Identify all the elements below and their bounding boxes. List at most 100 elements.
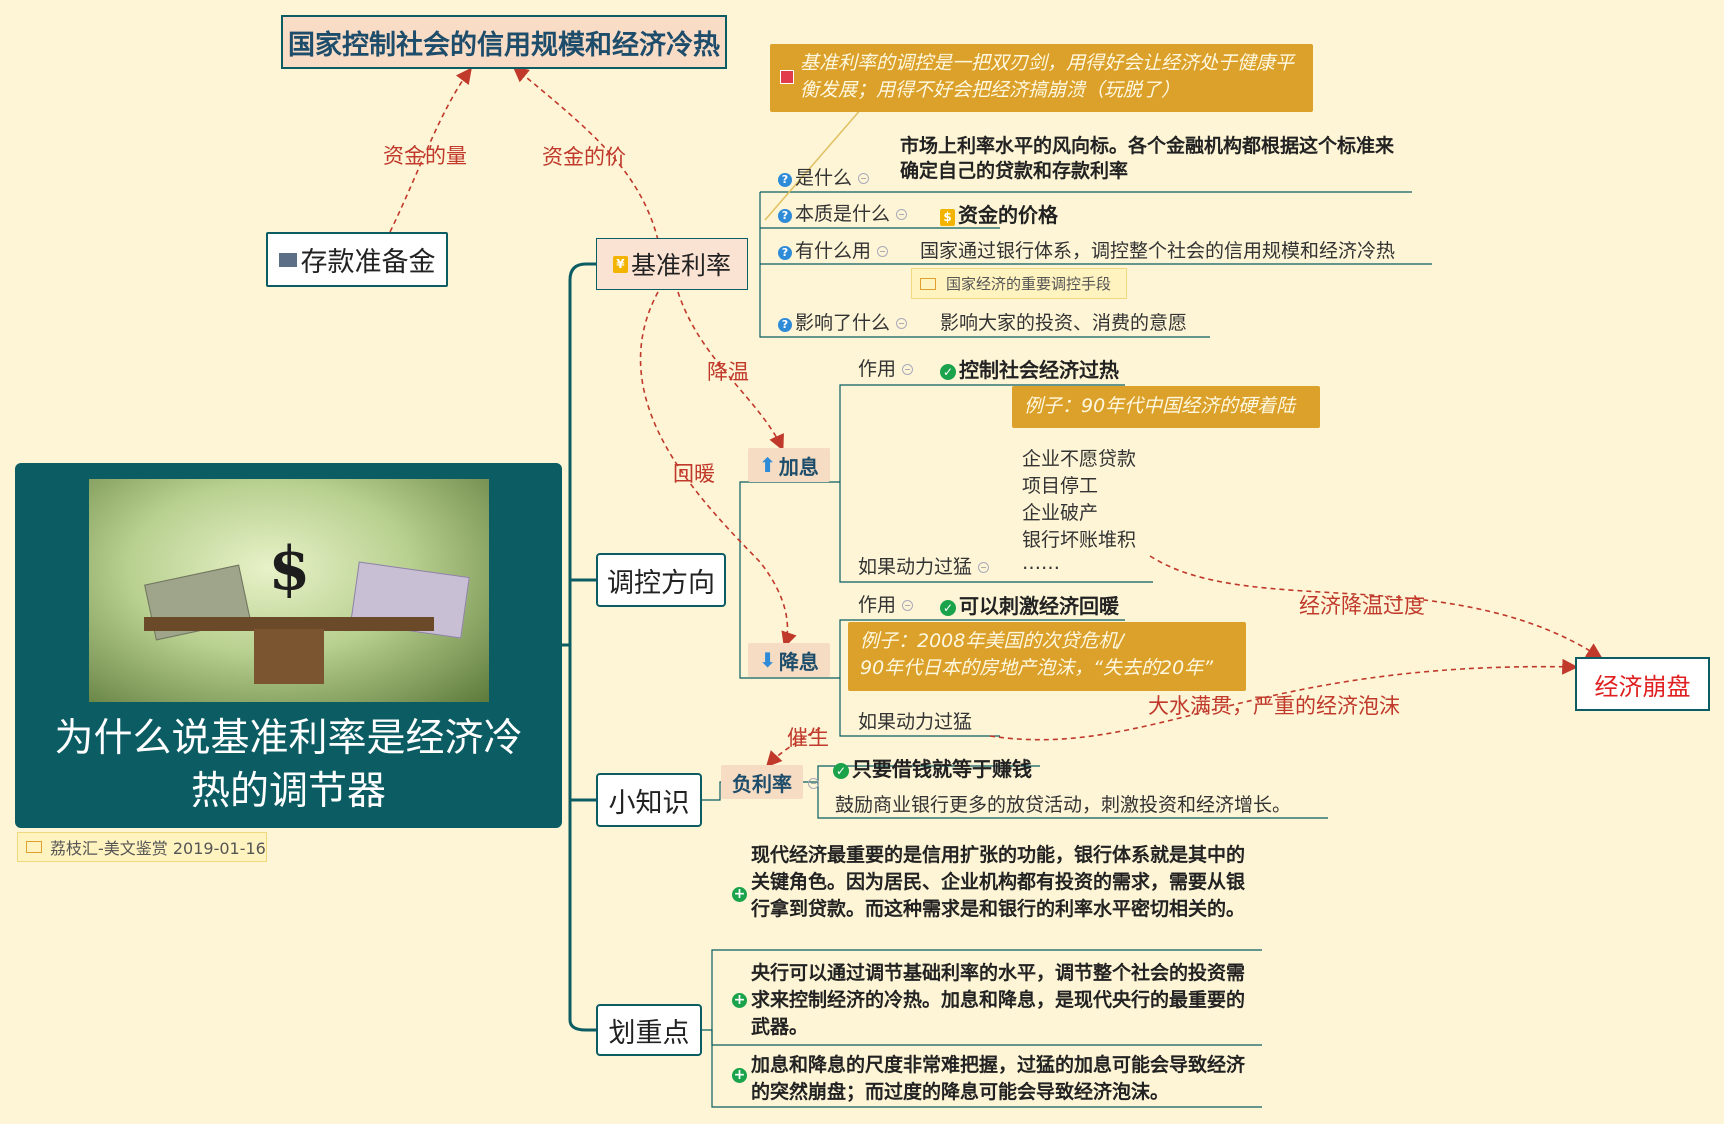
collapse-toggle-icon[interactable]: − xyxy=(902,600,914,611)
tips-topic[interactable]: 小知识 xyxy=(596,773,702,827)
benchmark-use-label: 有什么用 xyxy=(795,240,872,262)
collapse-toggle-icon[interactable]: − xyxy=(896,318,908,329)
tips-point-1-text: 只要借钱就等于赚钱 xyxy=(852,757,1032,781)
collapse-toggle-icon[interactable]: − xyxy=(896,209,908,220)
plus-icon: + xyxy=(732,1067,747,1083)
keypoints-label: 划重点 xyxy=(608,1017,690,1049)
negative-rate-label: 负利率 xyxy=(732,771,792,796)
central-image: $ xyxy=(88,479,489,702)
arrow-up-icon: ⬆ xyxy=(759,453,776,477)
dollar-coin-icon: $ xyxy=(940,209,955,226)
benchmark-callout-text: 基准利率的调控是一把双刃剑，用得好会让经济处于健康平衡发展；用得不好会把经济搞崩… xyxy=(800,52,1295,101)
seesaw-plank xyxy=(143,617,434,631)
raise-consequence-4: 银行坏账堆积 xyxy=(1022,529,1137,551)
relation-price: 资金的价 xyxy=(542,145,626,169)
cut-example-line-1: 例子：2008年美国的次贷危机/ xyxy=(860,630,1124,652)
raise-rate-topic[interactable]: ⬆加息 xyxy=(748,448,830,482)
collapse-topic[interactable]: 经济崩盘 xyxy=(1575,657,1710,711)
cut-example-callout: 例子：2008年美国的次贷危机/ 90年代日本的房地产泡沫，“失去的20年” xyxy=(848,622,1246,691)
reserve-label: 存款准备金 xyxy=(300,247,436,278)
tips-label: 小知识 xyxy=(608,787,690,819)
image-icon xyxy=(278,252,297,267)
benchmark-what[interactable]: ?是什么− xyxy=(778,163,875,190)
central-title: 为什么说基准利率是经济冷热的调节器 xyxy=(54,716,523,814)
cut-effect-label: 作用− xyxy=(858,590,919,617)
keypoint-2: 央行可以通过调节基础利率的水平，调节整个社会的投资需求来控制经济的冷热。加息和降… xyxy=(751,962,1246,1038)
cut-overdo: 如果动力过猛 xyxy=(858,711,973,733)
plus-icon: + xyxy=(732,886,747,902)
relation-quantity: 资金的量 xyxy=(383,144,467,168)
cut-effect: ✓可以刺激经济回暖 xyxy=(940,590,1119,619)
negative-rate-topic[interactable]: 负利率 xyxy=(721,765,803,799)
benchmark-impact-label: 影响了什么 xyxy=(795,312,891,334)
central-note-text: 荔枝汇-美文鉴赏 2019-01-16 xyxy=(50,839,266,858)
tips-point-1: ✓只要借钱就等于赚钱 xyxy=(833,753,1032,782)
raise-consequence-1: 企业不愿贷款 xyxy=(1022,448,1137,470)
relation-overcool: 经济降温过度 xyxy=(1299,594,1425,618)
check-icon: ✓ xyxy=(940,364,956,380)
raise-consequence-2: 项目停工 xyxy=(1022,475,1099,497)
raise-consequence-3: 企业破产 xyxy=(1022,502,1099,524)
check-icon: ✓ xyxy=(833,763,849,779)
heart-icon xyxy=(780,70,794,84)
arrow-down-icon: ⬇ xyxy=(759,648,776,672)
raise-example-callout: 例子：90年代中国经济的硬着陆 xyxy=(1012,386,1320,428)
collapse-toggle-icon[interactable]: − xyxy=(808,778,819,789)
collapse-toggle-icon[interactable]: − xyxy=(858,173,870,184)
note-icon xyxy=(920,277,936,290)
relation-catalyze: 催生 xyxy=(787,726,829,750)
benchmark-essence-answer: $资金的价格 xyxy=(940,199,1058,228)
question-icon: ? xyxy=(778,318,792,332)
relation-warm: 回暖 xyxy=(673,462,715,486)
collapse-toggle-icon[interactable]: − xyxy=(877,246,889,257)
tips-point-2: 鼓励商业银行更多的放贷活动，刺激投资和经济增长。 xyxy=(835,794,1292,816)
raise-effect-label-text: 作用 xyxy=(858,358,897,380)
direction-label: 调控方向 xyxy=(607,567,715,599)
benchmark-use-answer: 国家通过银行体系，调控整个社会的信用规模和经济冷热 xyxy=(920,240,1396,262)
dollar-sign-icon: $ xyxy=(268,534,311,604)
question-icon: ? xyxy=(778,173,792,187)
benchmark-what-label: 是什么 xyxy=(795,167,853,189)
keypoint-3: 加息和降息的尺度非常难把握，过猛的加息可能会导致经济的突然崩盘；而过度的降息可能… xyxy=(751,1054,1246,1103)
seesaw-base xyxy=(253,629,324,684)
raise-effect-label: 作用− xyxy=(858,354,919,381)
relation-cool: 降温 xyxy=(707,360,749,384)
reserve-topic[interactable]: 存款准备金 xyxy=(266,232,448,287)
direction-topic[interactable]: 调控方向 xyxy=(596,553,726,607)
check-icon: ✓ xyxy=(940,600,956,616)
benchmark-callout: 基准利率的调控是一把双刃剑，用得好会让经济处于健康平衡发展；用得不好会把经济搞崩… xyxy=(770,44,1313,112)
raise-label: 加息 xyxy=(778,454,819,479)
benchmark-topic[interactable]: ¥ 基准利率 xyxy=(596,238,748,290)
raise-overdo-text: 如果动力过猛 xyxy=(858,556,973,578)
medal-icon: ¥ xyxy=(612,255,628,273)
cut-rate-topic[interactable]: ⬇降息 xyxy=(748,643,830,677)
top-topic[interactable]: 国家控制社会的信用规模和经济冷热 xyxy=(281,15,727,69)
relation-flood: 大水满贯，严重的经济泡沫 xyxy=(1148,694,1400,718)
raise-consequence-5: …… xyxy=(1022,552,1060,574)
benchmark-impact[interactable]: ?影响了什么− xyxy=(778,308,913,335)
cut-effect-text: 可以刺激经济回暖 xyxy=(959,594,1119,618)
benchmark-label: 基准利率 xyxy=(630,251,731,280)
cut-label: 降息 xyxy=(778,649,819,674)
raise-effect: ✓控制社会经济过热 xyxy=(940,354,1119,383)
cut-example-line-2: 90年代日本的房地产泡沫，“失去的20年” xyxy=(860,657,1214,679)
raise-effect-text: 控制社会经济过热 xyxy=(959,358,1119,382)
benchmark-use[interactable]: ?有什么用− xyxy=(778,236,894,263)
plus-icon: + xyxy=(732,992,747,1008)
collapse-label: 经济崩盘 xyxy=(1594,672,1691,701)
cut-effect-label-text: 作用 xyxy=(858,594,897,616)
raise-overdo: 如果动力过猛− xyxy=(858,552,995,579)
collapse-toggle-icon[interactable]: − xyxy=(902,364,914,375)
benchmark-essence[interactable]: ?本质是什么− xyxy=(778,199,913,226)
central-topic[interactable]: $ 为什么说基准利率是经济冷热的调节器 xyxy=(15,463,562,828)
collapse-toggle-icon[interactable]: − xyxy=(978,562,990,573)
benchmark-essence-label: 本质是什么 xyxy=(795,203,891,225)
benchmark-use-note-text: 国家经济的重要调控手段 xyxy=(946,275,1112,293)
keypoints-topic[interactable]: 划重点 xyxy=(596,1004,702,1056)
question-icon: ? xyxy=(778,209,792,223)
keypoint-1: 现代经济最重要的是信用扩张的功能，银行体系就是其中的关键角色。因为居民、企业机构… xyxy=(751,844,1246,920)
benchmark-impact-answer: 影响大家的投资、消费的意愿 xyxy=(940,312,1188,334)
benchmark-essence-text: 资金的价格 xyxy=(958,203,1058,227)
benchmark-what-answer: 市场上利率水平的风向标。各个金融机构都根据这个标准来确定自己的贷款和存款利率 xyxy=(900,135,1395,182)
